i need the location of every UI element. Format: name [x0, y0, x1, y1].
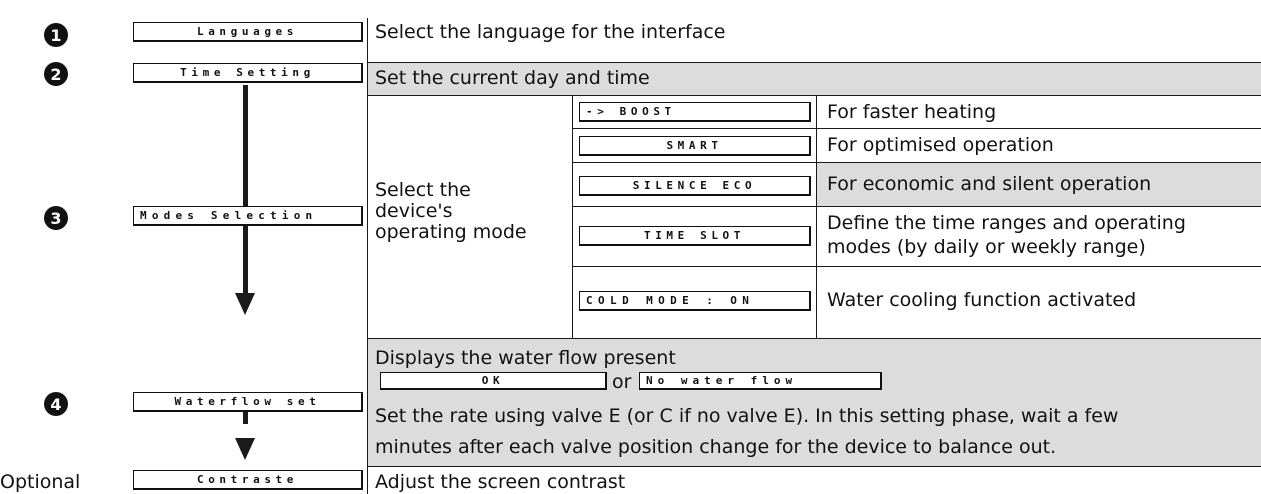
lcd-modes-selection: Modes Selection — [133, 206, 363, 226]
time-slot-description: Define the time ranges and operating mod… — [827, 212, 1186, 258]
smart-description: For optimised operation — [827, 134, 1054, 156]
grid-line — [572, 266, 1261, 267]
silence-eco-description: For economic and silent operation — [827, 173, 1152, 195]
lcd-cold-mode: COLD MODE : ON — [579, 291, 811, 311]
grid-line — [367, 338, 1261, 339]
step-4-marker: 4 — [44, 392, 68, 416]
waterflow-line4: minutes after each valve position change… — [375, 436, 1057, 458]
lcd-smart: SMART — [579, 136, 811, 156]
lcd-waterflow-set: Waterflow set — [133, 392, 363, 412]
or-text: or — [612, 371, 632, 393]
lcd-contraste: Contraste — [133, 470, 363, 490]
lcd-silence-eco: SILENCE ECO — [579, 176, 811, 196]
grid-line — [816, 96, 817, 338]
step-3-marker: 3 — [44, 206, 68, 230]
grid-line — [572, 96, 573, 338]
boost-description: For faster heating — [827, 101, 997, 123]
flow-line — [243, 85, 248, 295]
contraste-description: Adjust the screen contrast — [375, 471, 626, 493]
languages-description: Select the language for the interface — [375, 21, 726, 43]
waterflow-row-bg — [367, 338, 1261, 466]
lcd-time-slot: TIME SLOT — [579, 226, 811, 246]
time-setting-description: Set the current day and time — [375, 67, 650, 89]
flow-line-dashed — [243, 408, 248, 424]
grid-line — [572, 128, 1261, 129]
grid-line — [367, 62, 1261, 63]
step-1-marker: 1 — [44, 23, 68, 47]
grid-line — [572, 162, 1261, 163]
modes-description: Select the device's operating mode — [375, 179, 527, 243]
grid-line — [367, 95, 1261, 96]
lcd-time-setting: Time Setting — [133, 63, 363, 83]
grid-line — [367, 466, 1261, 467]
step-2-marker: 2 — [44, 62, 68, 86]
grid-line — [572, 206, 1261, 207]
lcd-no-water-flow: No water flow — [639, 372, 882, 390]
optional-label: Optional — [0, 471, 81, 493]
lcd-languages: Languages — [133, 22, 363, 42]
lcd-ok: OK — [380, 372, 607, 390]
time-setting-row-bg — [367, 62, 1261, 95]
lcd-boost: -> BOOST — [579, 102, 811, 122]
flow-arrow-icon — [235, 438, 255, 460]
waterflow-line1: Displays the water flow present — [375, 347, 676, 369]
modes-options-bg — [816, 162, 1261, 206]
waterflow-line3: Set the rate using valve E (or C if no v… — [375, 405, 1119, 427]
cold-mode-description: Water cooling function activated — [827, 289, 1137, 311]
flow-arrow-icon — [235, 293, 255, 315]
grid-line — [367, 18, 368, 494]
